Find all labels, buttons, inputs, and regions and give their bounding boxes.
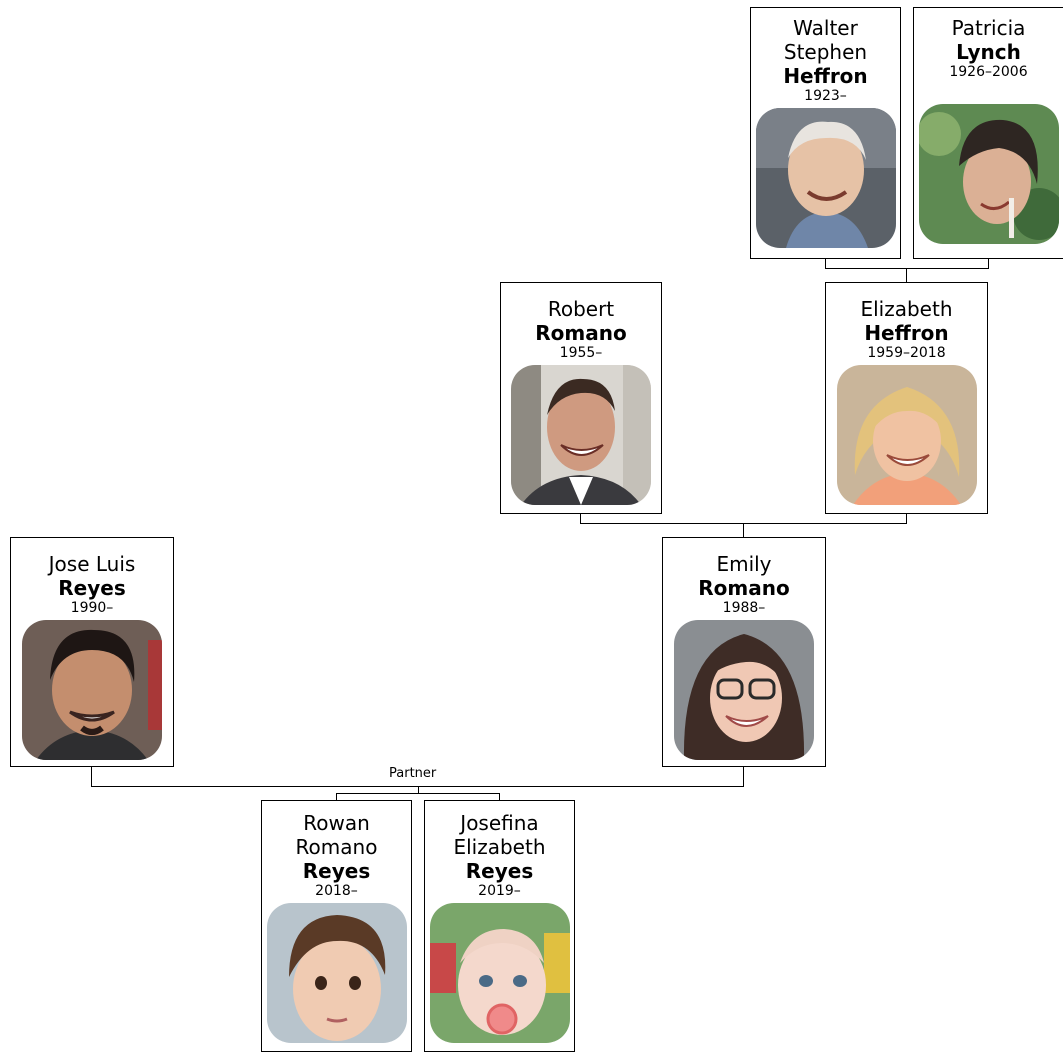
person-card-jose[interactable]: Jose Luis Reyes 1990– xyxy=(10,537,174,767)
life-dates: 1923– xyxy=(804,88,847,104)
given-name: Patricia xyxy=(951,16,1026,40)
life-dates: 1955– xyxy=(559,345,603,361)
connector-children xyxy=(336,786,500,800)
given-name: Elizabeth xyxy=(860,297,953,321)
portrait-photo xyxy=(511,365,651,505)
surname: Lynch xyxy=(956,40,1021,64)
given-name: Rowan Romano xyxy=(295,811,378,859)
portrait-photo xyxy=(22,620,162,760)
given-name: Emily xyxy=(716,552,772,576)
given-name: Robert xyxy=(547,297,615,321)
surname: Heffron xyxy=(783,64,868,88)
connector-robert-elizabeth xyxy=(580,513,907,537)
person-card-josefina[interactable]: Josefina Elizabeth Reyes 2019– xyxy=(424,800,575,1052)
surname: Reyes xyxy=(302,859,371,883)
person-card-elizabeth[interactable]: Elizabeth Heffron 1959–2018 xyxy=(825,282,988,514)
person-card-patricia[interactable]: Patricia Lynch 1926–2006 xyxy=(913,7,1063,259)
life-dates: 2019– xyxy=(478,883,521,899)
surname: Reyes xyxy=(465,859,534,883)
partner-label: Partner xyxy=(389,766,437,781)
life-dates: 1926–2006 xyxy=(949,64,1028,80)
portrait-photo xyxy=(836,365,977,505)
portrait-photo xyxy=(918,104,1059,244)
given-name: Jose Luis xyxy=(48,552,136,576)
life-dates: 1990– xyxy=(70,600,114,616)
person-card-rowan[interactable]: Rowan Romano Reyes 2018– xyxy=(261,800,412,1052)
portrait-photo xyxy=(429,903,570,1043)
connector-jose-emily xyxy=(91,766,744,787)
life-dates: 1988– xyxy=(722,600,766,616)
portrait-photo xyxy=(674,620,814,760)
life-dates: 2018– xyxy=(315,883,358,899)
person-card-walter[interactable]: Walter Stephen Heffron 1923– xyxy=(750,7,901,259)
surname: Romano xyxy=(535,321,627,345)
person-card-emily[interactable]: Emily Romano 1988– xyxy=(662,537,826,767)
surname: Heffron xyxy=(864,321,949,345)
surname: Reyes xyxy=(58,576,126,600)
surname: Romano xyxy=(698,576,790,600)
portrait-photo xyxy=(266,903,407,1043)
life-dates: 1959–2018 xyxy=(867,345,946,361)
person-card-robert[interactable]: Robert Romano 1955– xyxy=(500,282,662,514)
given-name: Josefina Elizabeth xyxy=(453,811,546,859)
portrait-photo xyxy=(755,108,896,248)
given-name: Walter Stephen xyxy=(783,16,868,64)
connector-walter-patricia xyxy=(825,258,989,282)
